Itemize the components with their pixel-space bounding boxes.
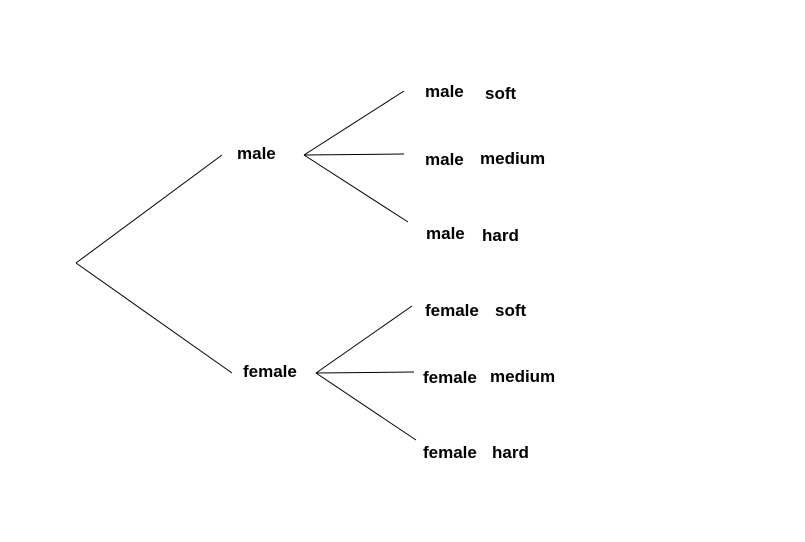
branch-female-hard [315, 372, 417, 441]
leaf-male-soft-first: male [425, 82, 464, 101]
leaf-female-medium-second: medium [490, 367, 556, 386]
node-female: female [243, 362, 297, 381]
leaf-female-medium-first: female [423, 368, 477, 387]
branch-root-female [75, 262, 233, 374]
leaf-male-medium-first: male [425, 150, 464, 169]
leaf-male-hard-first: male [426, 224, 465, 243]
leaf-male-medium-second: medium [480, 149, 546, 168]
branch-root-male [75, 154, 223, 264]
branch-female-medium [315, 371, 415, 374]
leaf-male-soft-second: soft [485, 84, 517, 103]
leaf-female-hard-first: female [423, 443, 477, 462]
branch-male-hard [303, 154, 409, 223]
leaf-female-hard-second: hard [492, 443, 529, 462]
branch-female-soft [315, 305, 413, 374]
node-male: male [237, 144, 276, 163]
leaf-female-soft-second: soft [495, 301, 527, 320]
branch-male-medium [303, 153, 405, 156]
leaf-male-hard-second: hard [482, 226, 519, 245]
branch-male-soft [303, 90, 405, 156]
leaf-female-soft-first: female [425, 301, 479, 320]
